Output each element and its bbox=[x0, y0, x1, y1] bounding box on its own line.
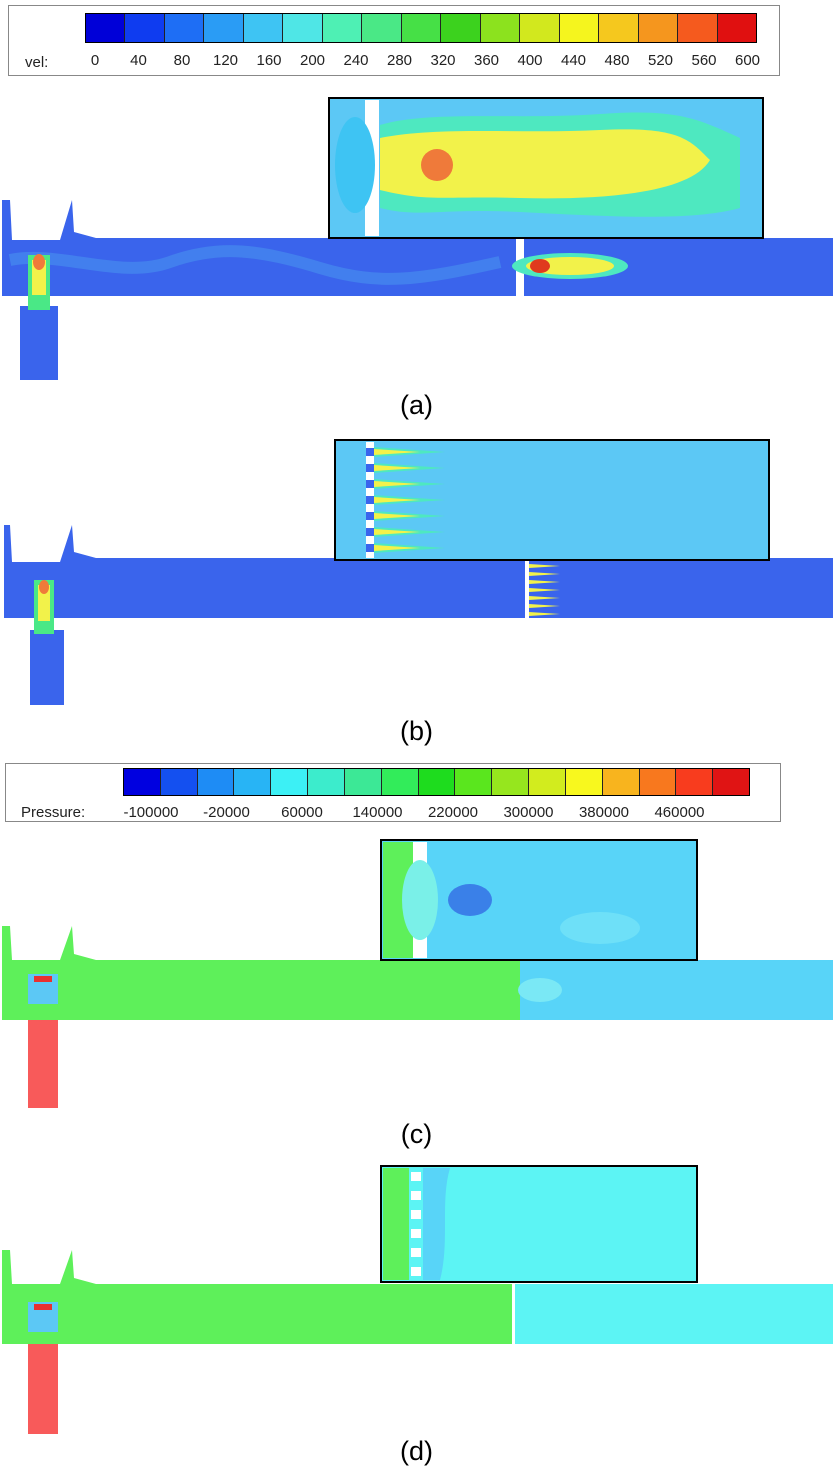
velocity-legend-title: vel: bbox=[25, 54, 49, 71]
panel-a bbox=[0, 90, 833, 380]
pressure_legend-swatch bbox=[676, 769, 714, 795]
velocity_legend-swatch bbox=[480, 14, 521, 42]
velocity_legend-swatch bbox=[638, 14, 679, 42]
pressure_legend-swatch bbox=[160, 769, 198, 795]
pressure_legend-tick-label: -100000 bbox=[123, 804, 179, 821]
pressure_legend-swatch bbox=[197, 769, 235, 795]
velocity_legend-tick-label: 80 bbox=[173, 52, 191, 69]
velocity_legend-swatch bbox=[164, 14, 205, 42]
panel-c bbox=[0, 838, 833, 1108]
velocity_legend-swatch bbox=[204, 14, 244, 42]
pressure-legend: Pressure: -100000 -20000 60000 140000 220000… bbox=[5, 763, 781, 822]
pressure_legend-swatch bbox=[344, 769, 382, 795]
pressure_legend-swatch bbox=[455, 769, 493, 795]
velocity_legend-tick-label: 560 bbox=[691, 52, 717, 69]
pressure_legend-swatch bbox=[234, 769, 272, 795]
velocity_legend-tick-label: 480 bbox=[604, 52, 630, 69]
velocity_legend-swatch bbox=[599, 14, 639, 42]
velocity_legend-swatch bbox=[322, 14, 363, 42]
velocity_legend-swatch bbox=[86, 14, 126, 42]
velocity_legend-tick-label: 160 bbox=[256, 52, 282, 69]
velocity_legend-tick-label: 280 bbox=[386, 52, 413, 69]
pressure_legend-swatch bbox=[418, 769, 456, 795]
velocity_legend-swatch bbox=[520, 14, 560, 42]
velocity_legend-swatch bbox=[559, 14, 600, 42]
pressure_legend-swatch bbox=[381, 769, 419, 795]
velocity_legend-tick-label: 600 bbox=[734, 52, 761, 69]
pressure_legend-swatch bbox=[492, 769, 530, 795]
pressure_legend-tick-label: 60000 bbox=[281, 804, 323, 821]
pressure_legend-tick-label: 140000 bbox=[352, 804, 403, 821]
caption-c: (c) bbox=[400, 1119, 433, 1149]
panel-b-contour bbox=[4, 439, 833, 705]
pressure_legend-swatch bbox=[308, 769, 345, 795]
pressure_legend-swatch bbox=[529, 769, 566, 795]
velocity_legend-tick-label: 440 bbox=[560, 52, 587, 69]
velocity_legend-tick-label: 200 bbox=[299, 52, 326, 69]
panel-d-contour bbox=[2, 1165, 833, 1434]
caption-a: (a) bbox=[400, 390, 433, 420]
panel-a-contour bbox=[2, 97, 833, 380]
caption-b: (b) bbox=[400, 716, 433, 746]
pressure_legend-tick-label: 380000 bbox=[578, 804, 630, 821]
velocity_legend-swatch bbox=[362, 14, 402, 42]
velocity_legend-swatch bbox=[441, 14, 481, 42]
velocity_legend-tick-label: 0 bbox=[90, 52, 100, 69]
velocity_legend-swatch bbox=[401, 14, 442, 42]
pressure_legend-swatch bbox=[602, 769, 640, 795]
caption-d: (d) bbox=[400, 1436, 433, 1466]
panel-d bbox=[0, 1162, 833, 1434]
velocity_legend-tick-label: 320 bbox=[430, 52, 456, 69]
pressure_legend-swatch bbox=[639, 769, 677, 795]
velocity_legend-tick-label: 240 bbox=[343, 52, 369, 69]
velocity_legend-tick-label: 40 bbox=[130, 52, 147, 69]
pressure_legend-swatch bbox=[271, 769, 309, 795]
pressure-legend-title: Pressure: bbox=[21, 804, 86, 821]
velocity-colorbar bbox=[85, 13, 757, 43]
velocity_legend-swatch bbox=[717, 14, 756, 42]
pressure_legend-swatch bbox=[565, 769, 603, 795]
velocity_legend-tick-label: 520 bbox=[647, 52, 674, 69]
velocity_legend-swatch bbox=[125, 14, 165, 42]
velocity_legend-tick-label: 120 bbox=[212, 52, 239, 69]
pressure_legend-swatch bbox=[124, 769, 161, 795]
pressure_legend-tick-label: 220000 bbox=[427, 804, 479, 821]
pressure-colorbar bbox=[123, 768, 750, 796]
pressure_legend-swatch bbox=[713, 769, 750, 795]
panel-c-contour bbox=[2, 839, 833, 1108]
panel-b bbox=[0, 430, 833, 705]
velocity_legend-tick-label: 360 bbox=[473, 52, 500, 69]
velocity_legend-swatch bbox=[678, 14, 718, 42]
velocity_legend-swatch bbox=[283, 14, 323, 42]
pressure_legend-tick-label: 460000 bbox=[654, 804, 705, 821]
velocity-legend: vel: 0 40 80 120 160 200 240 280 320 360 400 440 480… bbox=[8, 5, 780, 76]
velocity_legend-swatch bbox=[243, 14, 284, 42]
pressure_legend-tick-label: -20000 bbox=[203, 804, 250, 821]
velocity_legend-tick-label: 400 bbox=[517, 52, 543, 69]
pressure_legend-tick-label: 300000 bbox=[503, 804, 554, 821]
